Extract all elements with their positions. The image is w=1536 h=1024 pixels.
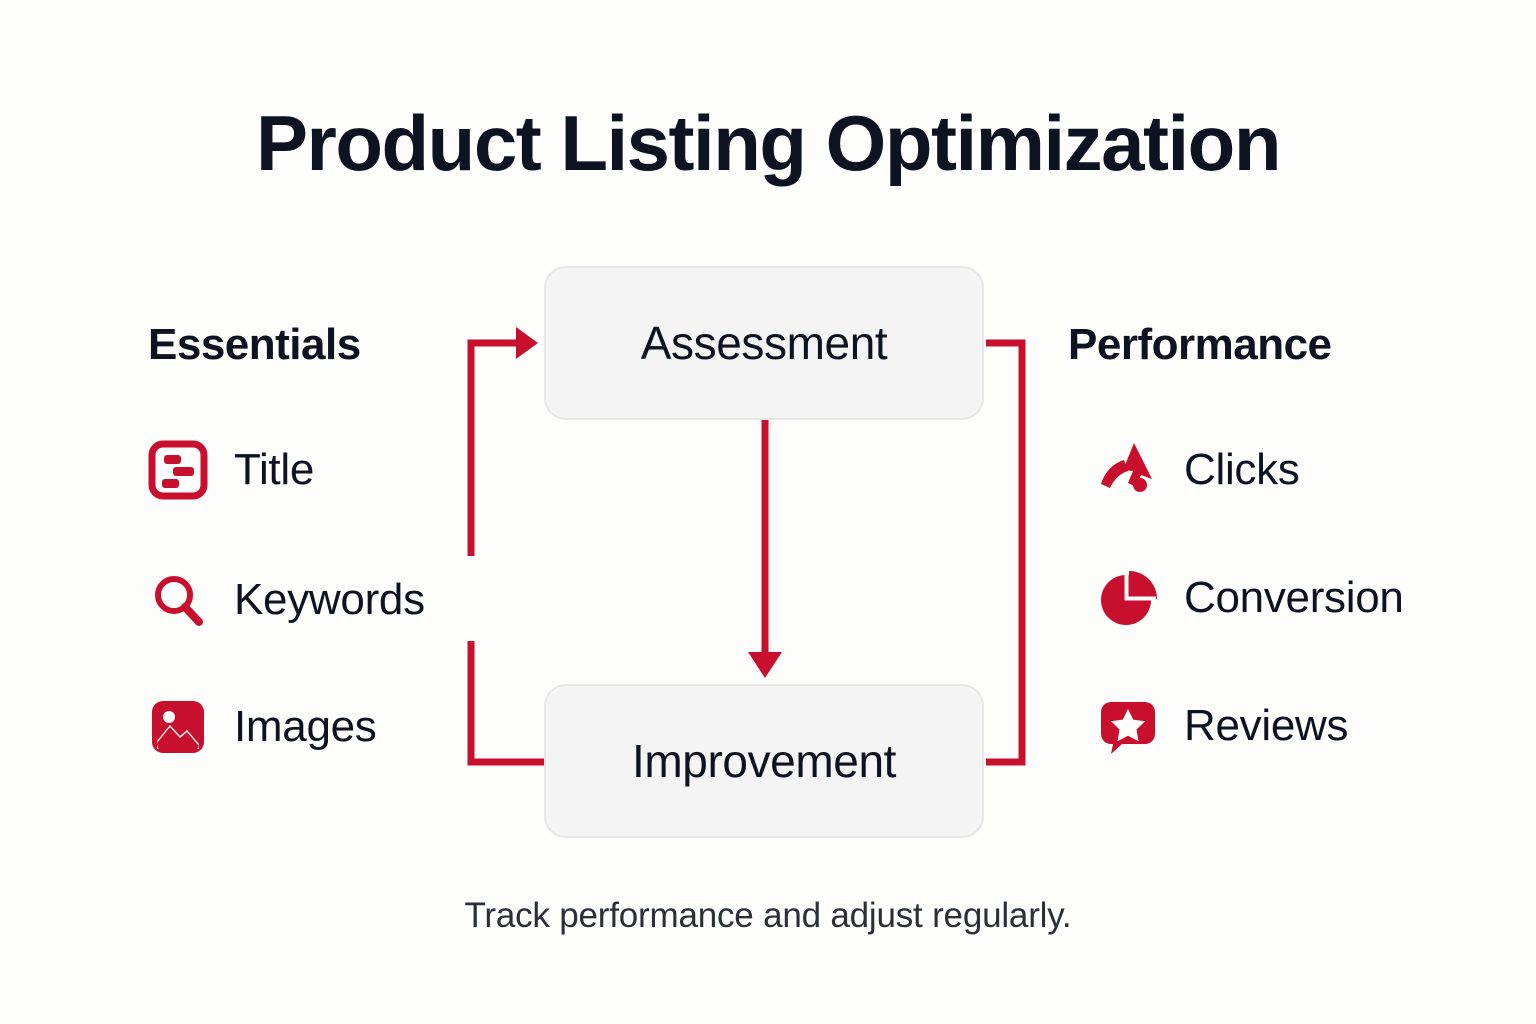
process-node-label: Assessment [640, 317, 888, 369]
list-item-images: Images [148, 695, 377, 759]
list-item-reviews: Reviews [1098, 694, 1348, 758]
list-item-label: Clicks [1184, 445, 1300, 494]
process-node-label: Improvement [631, 735, 897, 787]
process-node-assessment[interactable]: Assessment [544, 266, 984, 420]
arrowhead-to-assessment [516, 327, 538, 359]
list-item-conversion: Conversion [1098, 566, 1404, 630]
connector-right-loop [986, 339, 1026, 766]
pie-chart-icon [1101, 570, 1157, 625]
text-layout-icon [148, 440, 208, 500]
connector-left-to-improvement [467, 641, 552, 766]
connector-left-to-assessment [467, 339, 517, 556]
list-item-label: Conversion [1184, 573, 1404, 622]
list-item-label: Keywords [234, 575, 425, 624]
page-title: Product Listing Optimization [256, 99, 1281, 187]
list-item-keywords: Keywords [148, 568, 425, 632]
image-icon [152, 701, 204, 753]
list-item-label: Reviews [1184, 701, 1349, 750]
list-item-label: Images [234, 702, 377, 751]
star-comment-icon [1101, 702, 1155, 754]
list-item-label: Title [234, 445, 314, 494]
search-icon [155, 576, 203, 626]
essentials-heading: Essentials [148, 320, 361, 369]
cursor-click-icon [1101, 443, 1152, 492]
arrowhead-to-improvement [748, 652, 782, 678]
list-item-title: Title [148, 438, 314, 502]
process-node-improvement[interactable]: Improvement [544, 684, 984, 838]
list-item-clicks: Clicks [1098, 438, 1300, 502]
performance-heading: Performance [1068, 320, 1332, 369]
footer-caption: Track performance and adjust regularly. [464, 896, 1072, 935]
